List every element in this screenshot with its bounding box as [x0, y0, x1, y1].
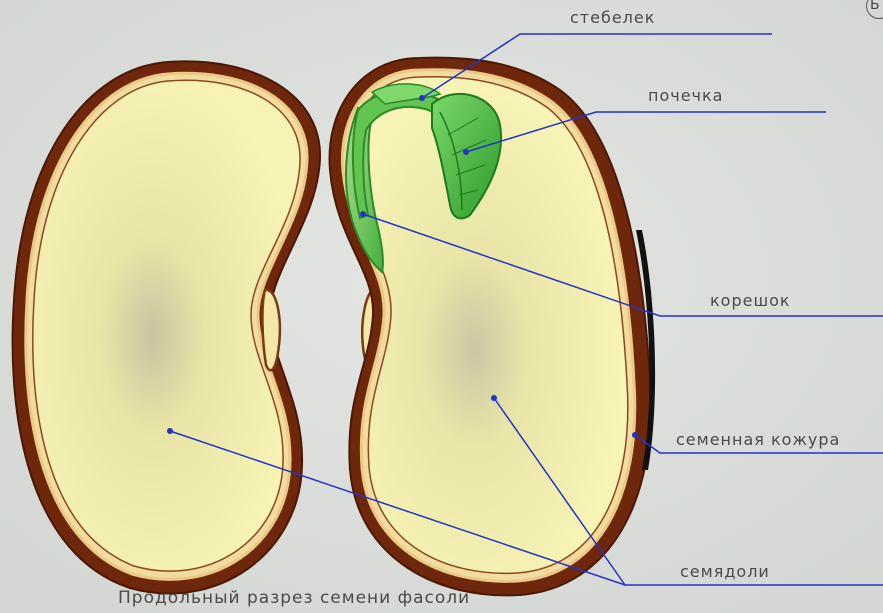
- label-stem: стебелек: [570, 8, 655, 27]
- label-root: корешок: [710, 291, 791, 310]
- label-seed-coat: семенная кожура: [676, 430, 840, 449]
- caption: Продольный разрез семени фасоли: [118, 588, 470, 608]
- label-cotyledons: семядоли: [680, 562, 770, 581]
- left-hilum: [262, 290, 279, 370]
- label-bud: почечка: [648, 86, 723, 105]
